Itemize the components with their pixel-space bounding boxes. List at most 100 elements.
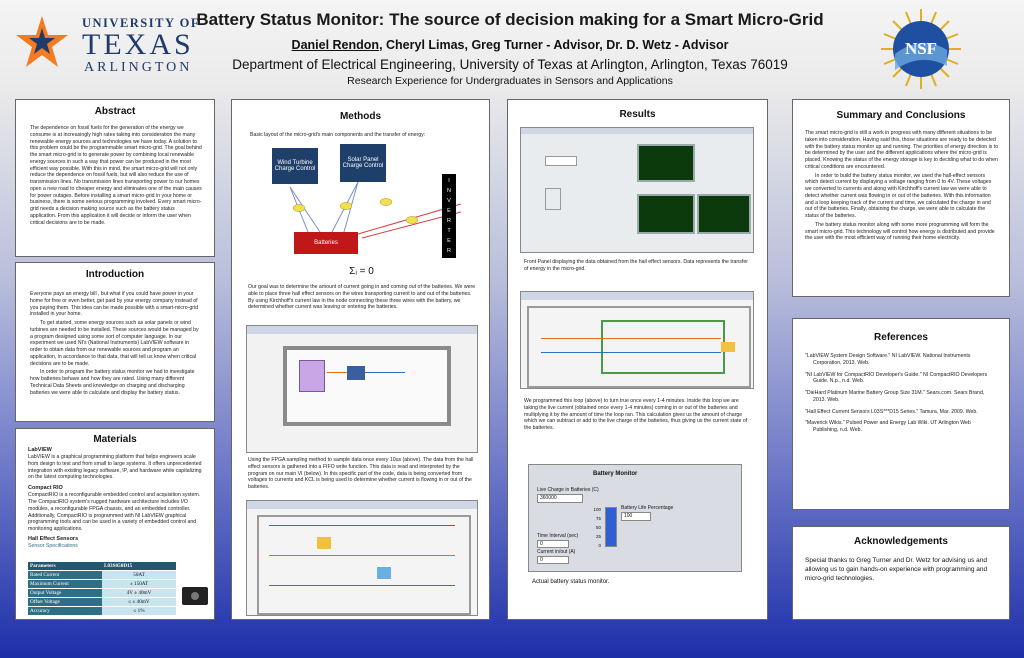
table-cell: Maximum Current bbox=[28, 579, 102, 589]
poster-title: Battery Status Monitor: The source of de… bbox=[196, 10, 824, 29]
summary-paragraph-3: The battery status monitor along with so… bbox=[805, 221, 995, 242]
table-row: Offset Voltage≤ ± 40mV bbox=[28, 597, 176, 607]
hall-sensor-photo bbox=[182, 587, 208, 605]
reference-item: "Hall Effect Current Sensors L03S***D15 … bbox=[805, 408, 978, 415]
table-cell: ± 150AT bbox=[102, 579, 176, 589]
battery-monitor-screenshot: Battery Monitor Live Charge in Batteries… bbox=[528, 464, 742, 572]
percentage-axis: 100 75 50 25 0 bbox=[585, 505, 601, 550]
program-name: Research Experience for Undergraduates i… bbox=[347, 75, 673, 87]
main-vi-screenshot bbox=[246, 500, 478, 616]
inverter-letter: E bbox=[447, 208, 451, 214]
table-cell: ≤ ± 40mV bbox=[102, 597, 176, 607]
time-interval-label: Time Interval (sec) bbox=[537, 533, 579, 539]
inverter-letter: V bbox=[447, 198, 451, 204]
solar-charge-control-box: Solar Panel Charge Control bbox=[340, 144, 386, 182]
batteries-box: Batteries bbox=[294, 232, 358, 254]
table-cell: Accuracy bbox=[28, 606, 102, 616]
methods-paragraph-1: Our goal was to determine the amount of … bbox=[248, 284, 476, 311]
table-row: Accuracy≤ 1% bbox=[28, 606, 176, 616]
table-row: Maximum Current± 150AT bbox=[28, 579, 176, 589]
uta-logo-line3: ARLINGTON bbox=[84, 60, 193, 75]
table-header-cell: Parameters bbox=[28, 562, 102, 571]
summary-heading: Summary and Conclusions bbox=[836, 110, 966, 121]
microgrid-diagram: Wind Turbine Charge Control Solar Panel … bbox=[246, 142, 478, 262]
inverter-letter: R bbox=[447, 248, 451, 254]
wind-charge-control-box: Wind Turbine Charge Control bbox=[272, 148, 318, 184]
methods-paragraph-2: Using the FPGA sampling method to sample… bbox=[248, 457, 474, 490]
live-charge-label: Live Charge in Batteries (C) bbox=[537, 487, 599, 493]
co-authors: , Cheryl Limas, Greg Turner - Advisor, D… bbox=[379, 38, 729, 52]
percentage-tick: 50 bbox=[595, 525, 601, 530]
summary-paragraph-2: In order to build the battery status mon… bbox=[805, 172, 992, 220]
live-charge-field: 360000 bbox=[537, 494, 583, 503]
acknowledgements-panel: Acknowledgements Special thanks to Greg … bbox=[792, 526, 1010, 620]
inverter-box: I N V E R T E R bbox=[442, 174, 456, 258]
reference-item: "NI LabVIEW for CompactRIO Developer's G… bbox=[805, 371, 988, 385]
nsf-logo-text: NSF bbox=[905, 39, 937, 58]
fpga-vi-screenshot bbox=[246, 325, 478, 453]
abstract-panel: Abstract The dependence on fossil fuels … bbox=[15, 99, 215, 257]
table-cell: Rated Current bbox=[28, 570, 102, 580]
results-caption-2: We programmed this loop (above) to turn … bbox=[524, 398, 748, 431]
uta-logo-line2: TEXAS bbox=[82, 28, 194, 61]
abstract-body: The dependence on fossil fuels for the g… bbox=[30, 125, 202, 226]
table-cell: Output Voltage bbox=[28, 588, 102, 598]
percentage-bar bbox=[605, 507, 617, 547]
table-header-cell: L03S050D15 bbox=[102, 562, 176, 571]
references-heading: References bbox=[874, 332, 928, 343]
introduction-panel: Introduction Everyone pays an energy bil… bbox=[15, 262, 215, 422]
reference-item: "LabVIEW System Design Software." NI Lab… bbox=[805, 353, 971, 366]
summary-panel: Summary and Conclusions The smart micro-… bbox=[792, 99, 1010, 297]
reference-item: "Maverick Wikis." Pulsed Power and Energ… bbox=[805, 420, 971, 433]
acknowledgements-heading: Acknowledgements bbox=[854, 536, 948, 547]
percentage-bar-fill bbox=[606, 508, 616, 546]
inverter-letter: N bbox=[447, 188, 451, 194]
intro-paragraph-1: Everyone pays an energy bill , but what … bbox=[30, 291, 198, 318]
methods-panel: Methods Basic layout of the micro-grid's… bbox=[231, 99, 490, 620]
uta-logo-line1: UNIVERSITY OF bbox=[82, 16, 201, 30]
percentage-tick: 100 bbox=[593, 507, 601, 512]
time-interval-field: 0 bbox=[537, 540, 569, 548]
labview-body: LabVIEW is a graphical programming platf… bbox=[28, 454, 202, 481]
methods-heading: Methods bbox=[339, 111, 382, 122]
current-field: 0 bbox=[537, 556, 569, 564]
department: Department of Electrical Engineering, Un… bbox=[232, 57, 788, 72]
nsf-logo: NSF bbox=[880, 8, 962, 90]
diagram-caption: Basic layout of the micro-grid's main co… bbox=[250, 132, 426, 138]
monitor-title: Battery Monitor bbox=[593, 471, 638, 477]
labview-title: LabVIEW bbox=[28, 447, 52, 453]
summary-paragraph-1: The smart micro-grid is still a work in … bbox=[805, 130, 999, 170]
kcl-equation: Σᵢ = 0 bbox=[349, 266, 374, 277]
percentage-label: Battery Life Percentage bbox=[621, 505, 674, 511]
table-header-row: Parameters L03S050D15 bbox=[28, 562, 176, 571]
uta-star-logo bbox=[14, 14, 70, 70]
percentage-tick: 25 bbox=[595, 534, 601, 539]
spec-caption: Sensor Specifications bbox=[28, 542, 78, 549]
references-panel: References "LabVIEW System Design Softwa… bbox=[792, 318, 1010, 510]
table-cell: 50AT bbox=[102, 570, 176, 580]
results-panel: Results Front Panel displaying the data … bbox=[507, 99, 768, 620]
lead-author: Daniel Rendon bbox=[291, 38, 380, 52]
table-cell: ≤ 1% bbox=[102, 606, 176, 616]
introduction-heading: Introduction bbox=[85, 269, 145, 280]
intro-paragraph-3: In order to program the battery status m… bbox=[30, 369, 195, 396]
intro-paragraph-2: To get started, some energy sources such… bbox=[30, 320, 199, 367]
charge-loop-screenshot bbox=[520, 291, 754, 389]
table-cell: 4V ± 40mV bbox=[102, 588, 176, 598]
materials-heading: Materials bbox=[93, 434, 137, 445]
results-heading: Results bbox=[619, 109, 656, 120]
crio-body: CompactRIO is a reconfigurable embedded … bbox=[28, 492, 201, 533]
table-cell: Offset Voltage bbox=[28, 597, 102, 607]
materials-panel: Materials LabVIEW LabVIEW is a graphical… bbox=[15, 428, 215, 620]
authors: Daniel Rendon, Cheryl Limas, Greg Turner… bbox=[180, 38, 840, 52]
inverter-letter: R bbox=[447, 218, 451, 224]
front-panel-screenshot bbox=[520, 127, 754, 253]
current-label: Current in/out (A) bbox=[537, 549, 576, 555]
percentage-field: 100 bbox=[621, 512, 651, 521]
reference-item: "DieHard Platinum Marine Battery Group S… bbox=[805, 390, 985, 403]
hall-sensor-title: Hall Effect Sensors bbox=[28, 535, 79, 542]
results-caption-3: Actual battery status monitor. bbox=[532, 579, 610, 585]
